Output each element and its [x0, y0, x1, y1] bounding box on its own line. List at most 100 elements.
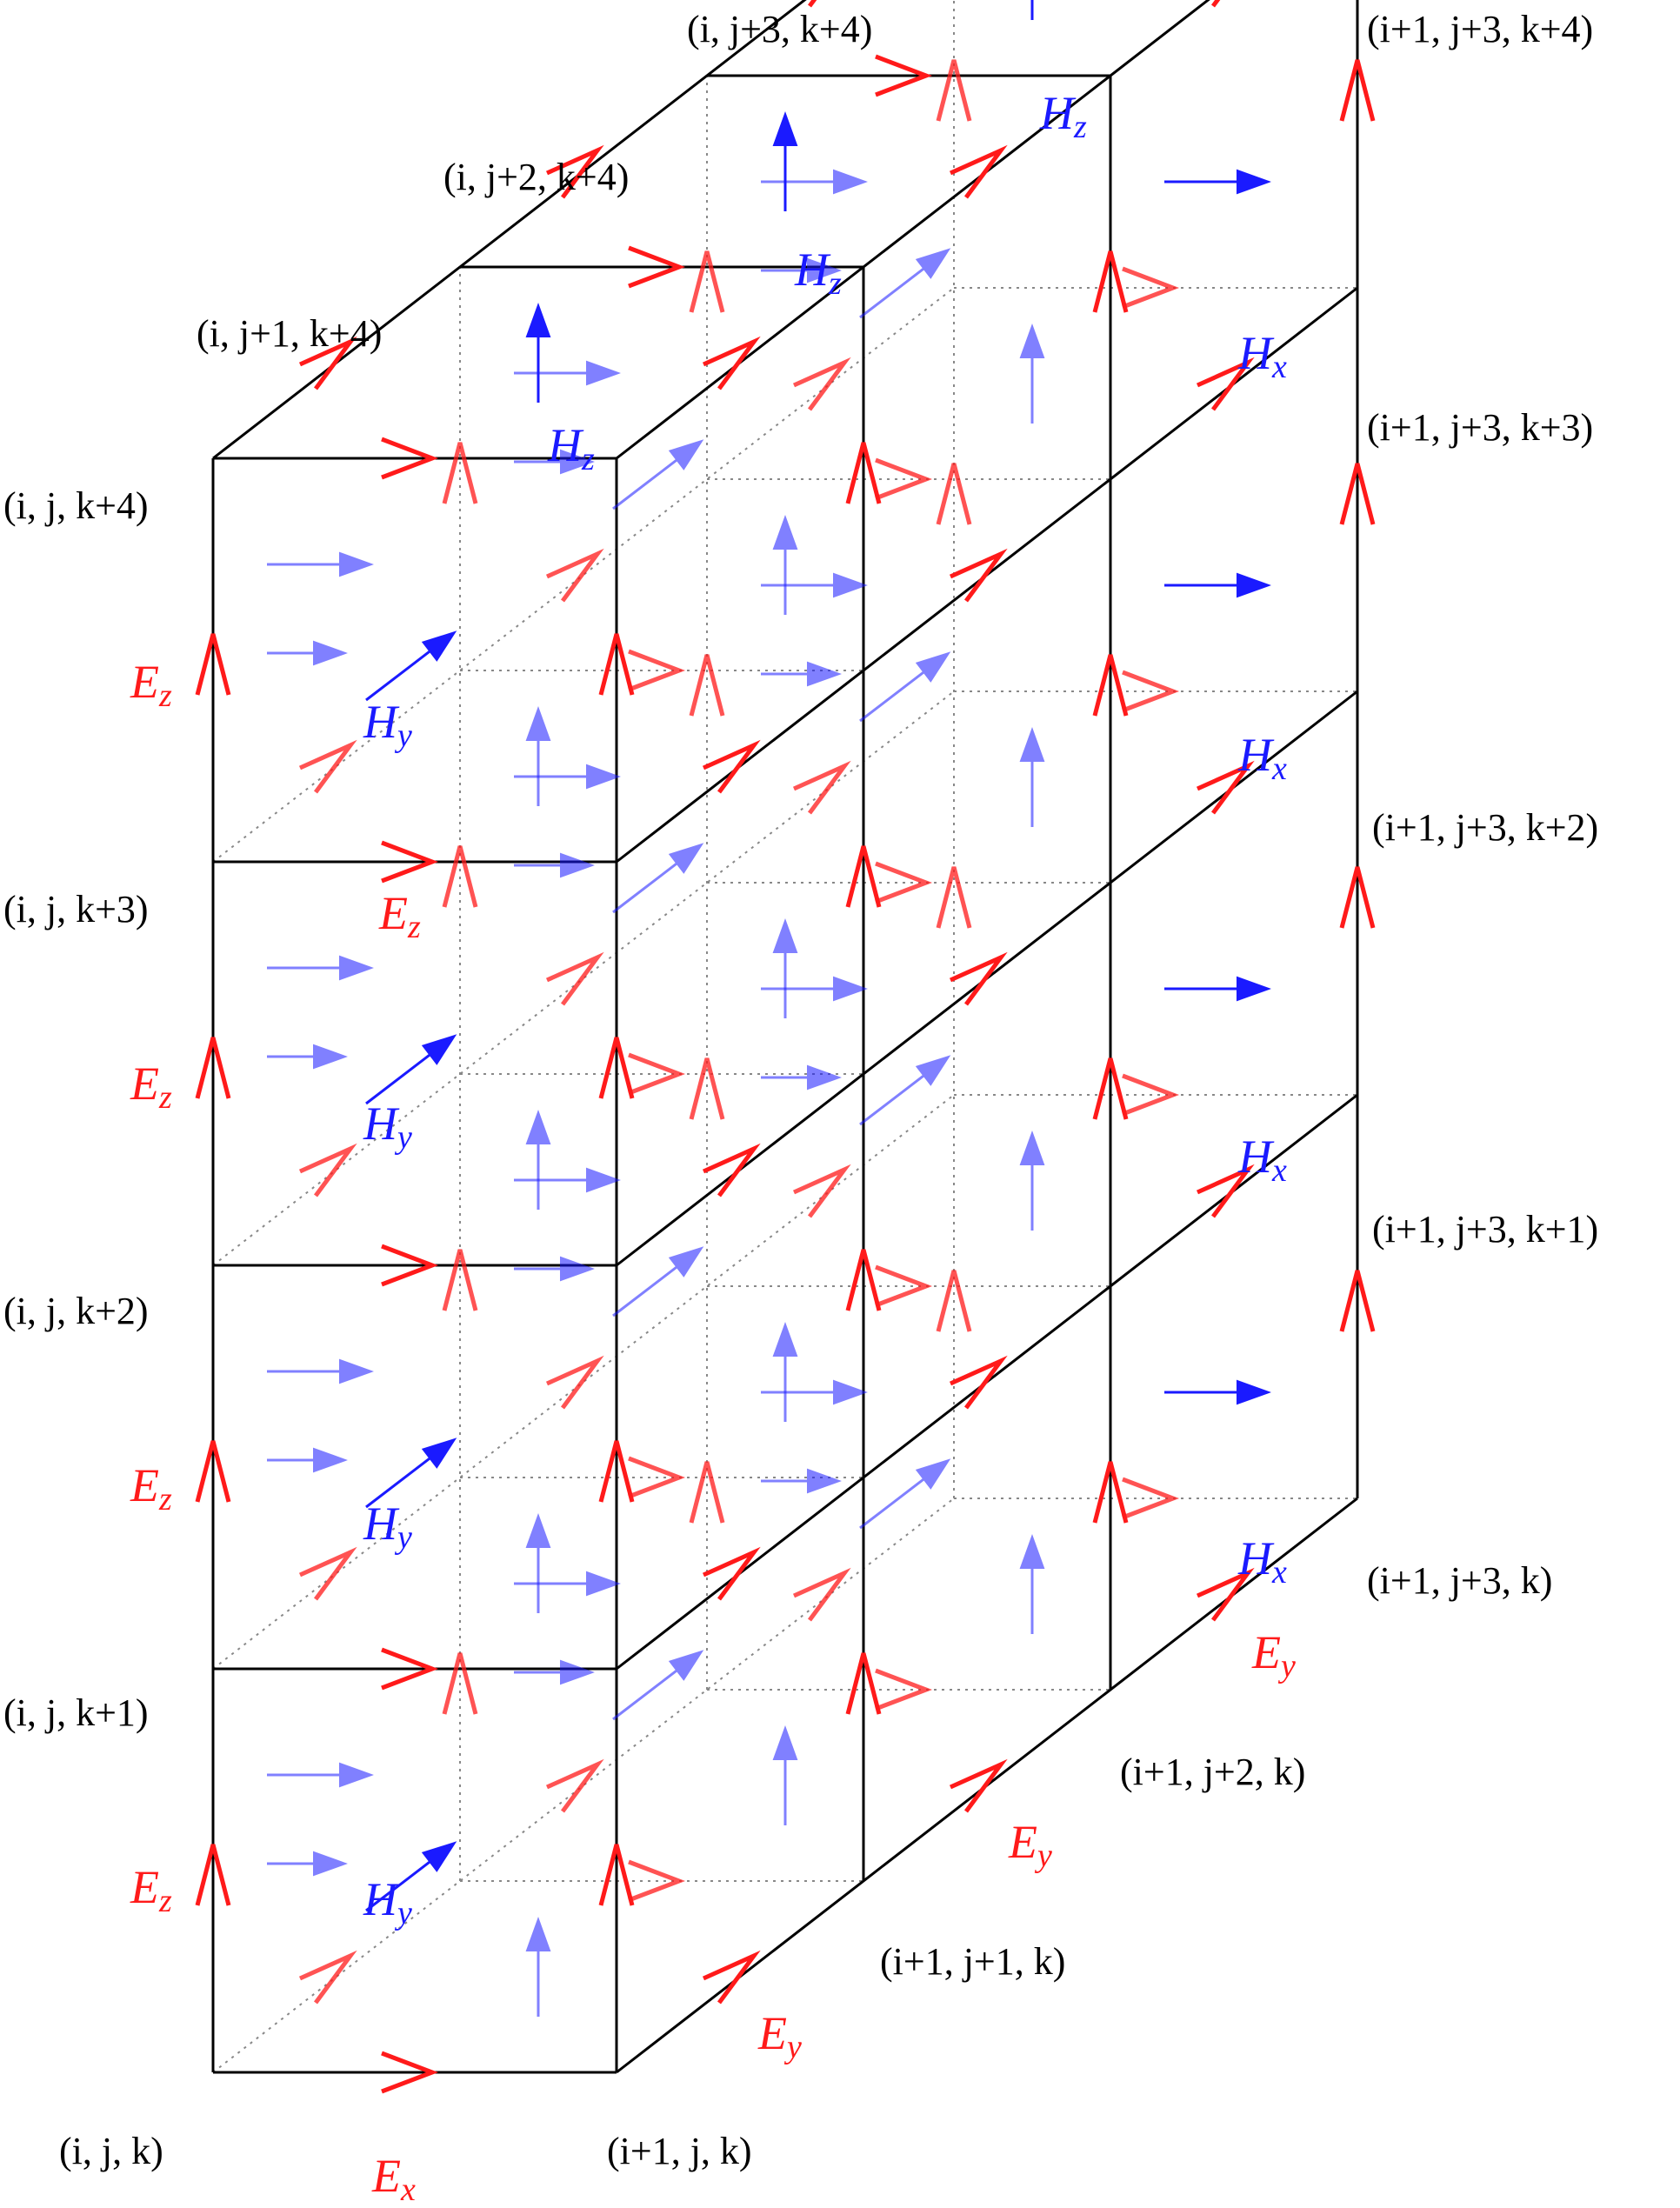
hx-arrow [267, 551, 374, 577]
hy-arrow-shaft [365, 650, 431, 702]
hy-arrow-head [421, 1841, 457, 1872]
hx-arrow-head [833, 169, 868, 195]
ey-arrow [949, 144, 1008, 199]
hx-arrow-head [339, 1762, 374, 1788]
ey-arrow [298, 739, 357, 794]
hx-arrow [514, 852, 595, 878]
ex-arrow [875, 457, 933, 501]
hx-arrow [1164, 572, 1271, 598]
hy-arrow-shaft [612, 1265, 678, 1317]
ey-arrow [702, 1143, 761, 1197]
ex-arrow [1122, 670, 1180, 713]
hy-arrow [859, 1458, 951, 1530]
hx-arrow [514, 1167, 621, 1193]
node-label-i-j-k3: (i, j, k+3) [3, 888, 149, 931]
hy-arrow-head [915, 1055, 951, 1086]
ey-arrow [298, 1950, 357, 2005]
ez-arrow [195, 633, 231, 696]
hx-arrow [761, 1379, 868, 1405]
hidden-grid-edges [212, 0, 1357, 2073]
ey-arrow [1196, 760, 1255, 815]
ex-arrow [628, 245, 686, 289]
hx-arrow-head [807, 1468, 842, 1494]
hy-arrow-shaft [612, 458, 678, 510]
hz-arrow [1019, 324, 1045, 424]
hz-arrow [772, 1322, 798, 1422]
hz-arrow-head [525, 1917, 551, 1951]
hz-arrow-head [1019, 727, 1045, 762]
hy-arrow-head [668, 1650, 704, 1681]
hx-arrow [1164, 976, 1271, 1002]
hz-arrow [772, 111, 798, 211]
label-hz-2: Hz [794, 243, 842, 302]
electric-field-arrows [195, 0, 1376, 2094]
ez-arrow [689, 1057, 725, 1120]
ez-arrow [689, 1461, 725, 1524]
hz-arrow-head [525, 303, 551, 337]
hx-arrow-head [313, 1044, 348, 1070]
hz-arrow-head [1019, 1534, 1045, 1569]
hz-arrow-head [1019, 1131, 1045, 1165]
hx-arrow [267, 1044, 348, 1070]
ex-arrow [875, 1264, 933, 1308]
hx-arrow-head [833, 572, 868, 598]
hx-arrow-head [807, 257, 842, 284]
hz-arrow-head [772, 918, 798, 953]
label-hy-1: Hy [363, 1873, 412, 1931]
ez-arrow [689, 654, 725, 717]
ey-arrow [949, 548, 1008, 603]
hx-arrow-head [586, 1571, 621, 1597]
hy-arrow [365, 1034, 457, 1105]
node-label-i-j2-k4: (i, j+2, k+4) [443, 156, 629, 198]
ez-arrow [845, 442, 882, 504]
node-label-i1-j-k: (i+1, j, k) [607, 2130, 752, 2172]
hz-arrow [525, 706, 551, 806]
hy-arrow [859, 248, 951, 319]
node-label-i-j-k2: (i, j, k+2) [3, 1290, 149, 1332]
ex-arrow [875, 1668, 933, 1711]
ey-arrow [702, 739, 761, 794]
label-hy-4: Hy [363, 696, 412, 754]
hy-arrow-shaft [612, 1669, 678, 1721]
hy-arrow-shaft [859, 670, 925, 723]
hz-arrow [1019, 727, 1045, 827]
ex-arrow [381, 1647, 439, 1691]
hx-arrow-head [807, 661, 842, 687]
hy-arrow-head [668, 843, 704, 874]
hx-arrow [267, 640, 348, 666]
hx-arrow [761, 257, 842, 284]
node-label-i1-j3-k2: (i+1, j+3, k+2) [1372, 806, 1598, 849]
ey-arrow [545, 548, 604, 603]
hx-arrow-head [586, 764, 621, 790]
hy-arrow-head [421, 1438, 457, 1469]
label-ez-1: Ez [130, 1861, 172, 1919]
hz-arrow-head [772, 111, 798, 146]
ez-arrow [598, 1037, 635, 1099]
hz-arrow [525, 1513, 551, 1613]
node-label-i-j-k: (i, j, k) [59, 2130, 163, 2172]
ey-arrow [1196, 357, 1255, 411]
hy-arrow-shaft [365, 1860, 431, 1912]
ez-arrow [1092, 654, 1129, 717]
label-hz-1: Hz [547, 419, 595, 477]
ez-arrow [195, 1844, 231, 1906]
ez-arrow [195, 1440, 231, 1503]
ex-arrow [628, 1052, 686, 1096]
ex-arrow [1122, 266, 1180, 310]
ez-arrow [845, 1652, 882, 1715]
hz-arrow [772, 515, 798, 615]
ex-arrow [381, 437, 439, 480]
ey-arrow [298, 1546, 357, 1601]
ez-arrow [442, 442, 478, 504]
ez-arrow [936, 1270, 972, 1332]
hx-arrow-head [833, 1379, 868, 1405]
hy-arrow-head [915, 248, 951, 279]
hy-arrow [612, 843, 704, 914]
label-hz-3: Hz [1039, 87, 1087, 145]
ez-arrow [195, 1037, 231, 1099]
hy-arrow [612, 1246, 704, 1317]
hy-arrow [365, 630, 457, 702]
ey-arrow [702, 1950, 761, 2005]
hx-arrow [761, 169, 868, 195]
hz-arrow-head [772, 515, 798, 550]
